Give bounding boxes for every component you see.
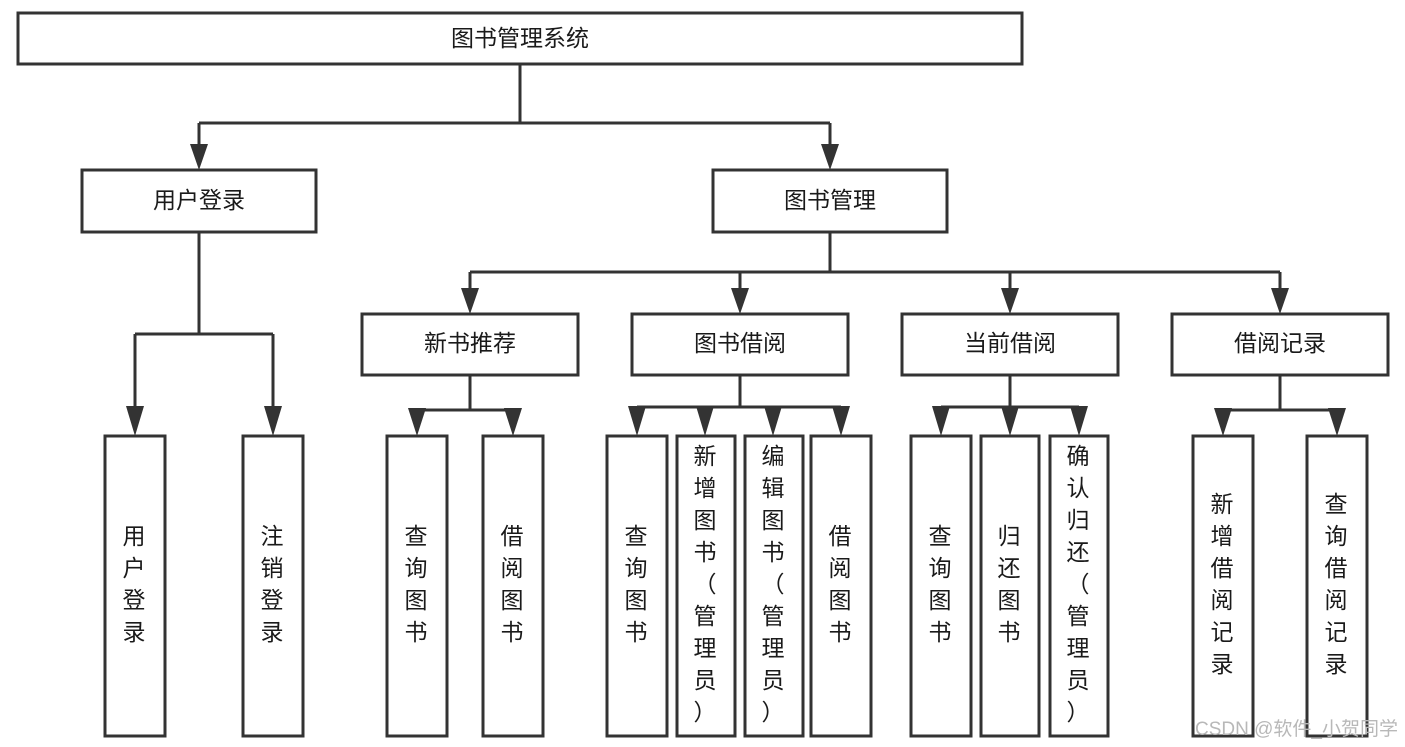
csdn-watermark: CSDN @软件_小贺同学 [1195, 718, 1398, 740]
node-current-borrow-box[interactable] [900, 312, 1120, 377]
leaf-bookborrow-query-box[interactable] [605, 434, 669, 738]
leaf-bookborrow-borrow-box[interactable] [809, 434, 873, 738]
leaf-bookborrow-add[interactable]: 新增图书（管理员） [675, 434, 737, 738]
arrow-borrowrecord-leaf1 [1214, 408, 1232, 436]
leaf-currentborrow-query-box[interactable] [909, 434, 973, 738]
leaf-bookborrow-borrow-label: 借阅图书 [829, 523, 854, 645]
arrow-to-borrowrecord [1271, 288, 1289, 314]
arrow-to-newbook [461, 288, 479, 314]
leaf-newbook-borrow-label: 借阅图书 [501, 523, 526, 645]
leaf-borrowrecord-add[interactable]: 新增借阅记录 [1191, 434, 1255, 738]
node-borrow-record-label: 借阅记录 [1234, 330, 1326, 356]
leaf-borrowrecord-add-box[interactable] [1191, 434, 1255, 738]
arrow-userlogin-leaf2 [264, 406, 282, 436]
leaf-currentborrow-query[interactable]: 查询图书 [909, 434, 973, 738]
leaf-bookborrow-query[interactable]: 查询图书 [605, 434, 669, 738]
leaf-bookborrow-add-box[interactable] [675, 434, 737, 738]
leaf-bookborrow-edit-box[interactable] [743, 434, 805, 738]
leaf-user-login-logout[interactable]: 注销登录 [241, 434, 305, 738]
leaf-currentborrow-confirm-label: 确认归还（管理员） [1067, 443, 1092, 725]
node-user-login[interactable]: 用户登录 [80, 168, 318, 234]
node-root-system-label: 图书管理系统 [451, 25, 589, 51]
leaf-bookborrow-borrow[interactable]: 借阅图书 [809, 434, 873, 738]
arrow-borrowrecord-leaf2 [1328, 408, 1346, 436]
node-book-borrow-label: 图书借阅 [694, 330, 786, 356]
node-book-borrow-box[interactable] [630, 312, 850, 377]
leaf-borrowrecord-query-label: 查询借阅记录 [1325, 491, 1350, 677]
arrow-bookborrow-leaf1 [628, 406, 646, 436]
leaf-bookborrow-edit-label: 编辑图书（管理员） [762, 443, 787, 725]
leaf-currentborrow-return[interactable]: 归还图书 [979, 434, 1041, 738]
leaf-newbook-borrow-box[interactable] [481, 434, 545, 738]
leaf-user-login-logout-box[interactable] [241, 434, 305, 738]
leaf-currentborrow-confirm-box[interactable] [1048, 434, 1110, 738]
arrow-userlogin-leaf1 [126, 406, 144, 436]
node-current-borrow-label: 当前借阅 [964, 330, 1056, 356]
leaf-bookborrow-add-label: 新增图书（管理员） [694, 443, 719, 725]
node-new-book-recommend-label: 新书推荐 [424, 330, 516, 356]
node-book-management-box[interactable] [711, 168, 949, 234]
node-borrow-record-box[interactable] [1170, 312, 1390, 377]
leaf-currentborrow-confirm[interactable]: 确认归还（管理员） [1048, 434, 1110, 738]
node-current-borrow[interactable]: 当前借阅 [900, 312, 1120, 377]
leaf-user-login-login-box[interactable] [103, 434, 167, 738]
node-book-borrow[interactable]: 图书借阅 [630, 312, 850, 377]
arrow-to-userlogin [190, 144, 208, 170]
leaf-bookborrow-edit[interactable]: 编辑图书（管理员） [743, 434, 805, 738]
arrow-to-bookborrow [731, 288, 749, 314]
node-new-book-recommend[interactable]: 新书推荐 [360, 312, 580, 377]
leaf-borrowrecord-query[interactable]: 查询借阅记录 [1305, 434, 1369, 738]
leaf-newbook-query-label: 查询图书 [405, 523, 430, 645]
leaf-newbook-query-box[interactable] [385, 434, 449, 738]
arrow-currentborrow-leaf3 [1070, 406, 1088, 436]
node-user-login-label: 用户登录 [153, 187, 245, 213]
arrow-to-bookmgmt [821, 144, 839, 170]
node-borrow-record[interactable]: 借阅记录 [1170, 312, 1390, 377]
leaf-newbook-borrow[interactable]: 借阅图书 [481, 434, 545, 738]
leaf-currentborrow-return-box[interactable] [979, 434, 1041, 738]
arrow-bookborrow-leaf3 [764, 406, 782, 436]
arrow-to-currentborrow [1001, 288, 1019, 314]
node-book-management[interactable]: 图书管理 [711, 168, 949, 234]
leaf-bookborrow-query-label: 查询图书 [625, 523, 650, 645]
leaf-borrowrecord-add-label: 新增借阅记录 [1211, 491, 1236, 677]
node-root-system[interactable]: 图书管理系统 [16, 11, 1024, 66]
node-root-system-box[interactable] [16, 11, 1024, 66]
arrow-newbook-leaf1 [408, 408, 426, 436]
leaf-newbook-query[interactable]: 查询图书 [385, 434, 449, 738]
leaf-currentborrow-return-label: 归还图书 [998, 523, 1023, 645]
node-user-login-box[interactable] [80, 168, 318, 234]
leaf-borrowrecord-query-box[interactable] [1305, 434, 1369, 738]
arrow-bookborrow-leaf2 [696, 406, 714, 436]
leaf-currentborrow-query-label: 查询图书 [929, 523, 954, 645]
connector-layer [126, 64, 1346, 436]
arrow-currentborrow-leaf1 [932, 406, 950, 436]
leaf-user-login-logout-label: 注销登录 [261, 523, 286, 645]
arrow-bookborrow-leaf4 [832, 406, 850, 436]
node-new-book-recommend-box[interactable] [360, 312, 580, 377]
leaf-user-login-login-label: 用户登录 [123, 523, 148, 645]
arrow-currentborrow-leaf2 [1001, 406, 1019, 436]
arrow-newbook-leaf2 [504, 408, 522, 436]
leaf-user-login-login[interactable]: 用户登录 [103, 434, 167, 738]
node-book-management-label: 图书管理 [784, 187, 876, 213]
